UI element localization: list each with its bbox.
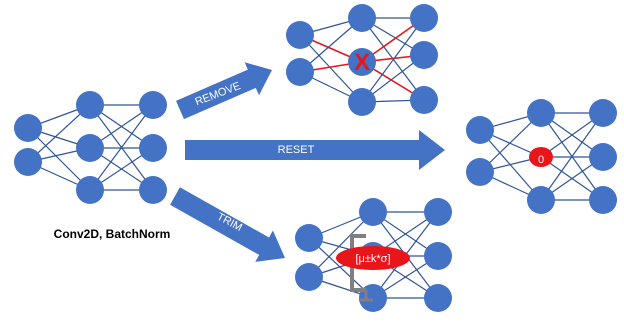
neuron bbox=[466, 158, 494, 186]
neuron bbox=[286, 58, 314, 86]
reset-arrow-label: RESET bbox=[278, 144, 315, 156]
neuron bbox=[410, 41, 438, 69]
neuron bbox=[424, 198, 452, 226]
neuron bbox=[589, 99, 617, 127]
neuron bbox=[139, 91, 167, 119]
neuron bbox=[466, 116, 494, 144]
removed-node-marker: X bbox=[354, 49, 370, 76]
connection bbox=[27, 127, 91, 191]
trim-range-badge bbox=[336, 246, 410, 270]
trim-range-label: [μ±k*σ] bbox=[355, 253, 390, 265]
reset-node-value: 0 bbox=[538, 154, 544, 166]
neuron bbox=[424, 284, 452, 312]
neuron bbox=[295, 263, 323, 291]
neuron bbox=[359, 198, 387, 226]
connection bbox=[299, 34, 363, 103]
connection bbox=[308, 211, 374, 278]
reset-arrow bbox=[185, 130, 445, 170]
trim-arrow bbox=[170, 187, 286, 262]
connection bbox=[540, 112, 604, 201]
neuron bbox=[14, 148, 42, 176]
connection bbox=[479, 112, 542, 173]
connection bbox=[27, 104, 91, 163]
neuron bbox=[76, 134, 104, 162]
neuron bbox=[348, 48, 376, 76]
neuron bbox=[295, 224, 323, 252]
removed-network-nodes bbox=[286, 4, 438, 116]
neuron bbox=[14, 114, 42, 142]
neuron bbox=[527, 186, 555, 214]
neuron bbox=[348, 88, 376, 116]
neuron bbox=[410, 86, 438, 114]
source-network-nodes bbox=[14, 91, 167, 204]
neuron bbox=[348, 4, 376, 32]
source-network-caption: Conv2D, BatchNorm bbox=[54, 227, 171, 241]
neuron bbox=[76, 176, 104, 204]
neuron bbox=[589, 186, 617, 214]
remove-arrow bbox=[176, 62, 272, 120]
neuron bbox=[286, 21, 314, 49]
neuron bbox=[139, 134, 167, 162]
neuron bbox=[527, 99, 555, 127]
reset-neuron bbox=[529, 147, 553, 167]
neuron bbox=[410, 4, 438, 32]
neuron bbox=[589, 143, 617, 171]
neuron bbox=[424, 242, 452, 270]
connection bbox=[361, 17, 425, 103]
connection bbox=[89, 104, 154, 191]
reset-network-nodes bbox=[466, 99, 617, 214]
neuron bbox=[76, 91, 104, 119]
neuron bbox=[139, 176, 167, 204]
